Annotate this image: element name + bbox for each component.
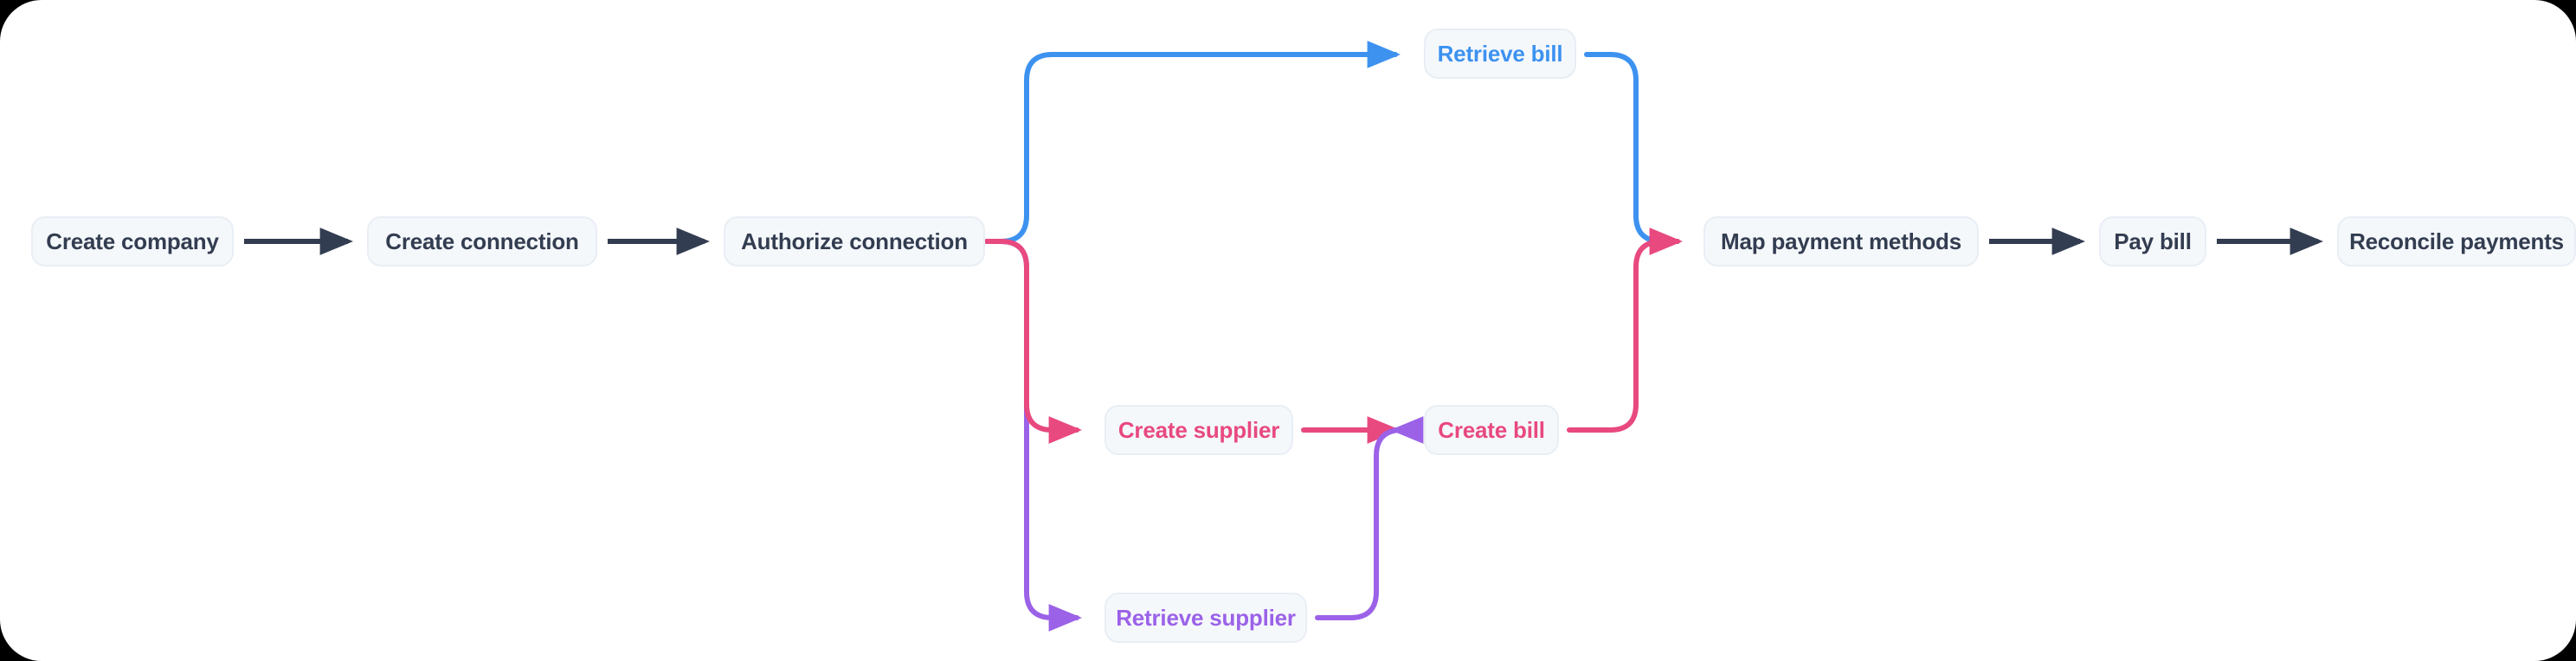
node-label: Reconcile payments [2349,228,2564,254]
node-create-bill[interactable]: Create bill [1424,405,1559,455]
node-label: Retrieve bill [1437,40,1563,67]
edge-create-bill-to-map-payment-methods [1567,228,1683,433]
node-label: Create bill [1438,416,1545,443]
node-pay-bill[interactable]: Pay bill [2099,216,2206,266]
edge-authorize-connection-to-create-supplier [984,239,1082,444]
node-label: Create company [46,228,219,254]
node-label: Authorize connection [741,228,968,254]
node-label: Retrieve supplier [1116,604,1296,631]
node-create-company[interactable]: Create company [31,216,234,266]
edge-retrieve-supplier-to-create-bill [1315,416,1424,620]
node-create-connection[interactable]: Create connection [367,216,597,266]
node-reconcile-payments[interactable]: Reconcile payments [2337,216,2576,266]
node-map-payment-methods[interactable]: Map payment methods [1703,216,1979,266]
node-retrieve-bill[interactable]: Retrieve bill [1424,29,1576,79]
node-label: Pay bill [2114,228,2192,254]
edge-retrieve-bill-to-map-payment-methods [1584,52,1680,244]
node-label: Create supplier [1117,416,1280,443]
edge-authorize-connection-to-retrieve-bill [984,41,1401,244]
node-label: Map payment methods [1721,228,1961,254]
node-label: Create connection [385,228,579,254]
node-authorize-connection[interactable]: Authorize connection [724,216,985,266]
node-create-supplier[interactable]: Create supplier [1104,405,1293,455]
node-retrieve-supplier[interactable]: Retrieve supplier [1104,593,1307,643]
